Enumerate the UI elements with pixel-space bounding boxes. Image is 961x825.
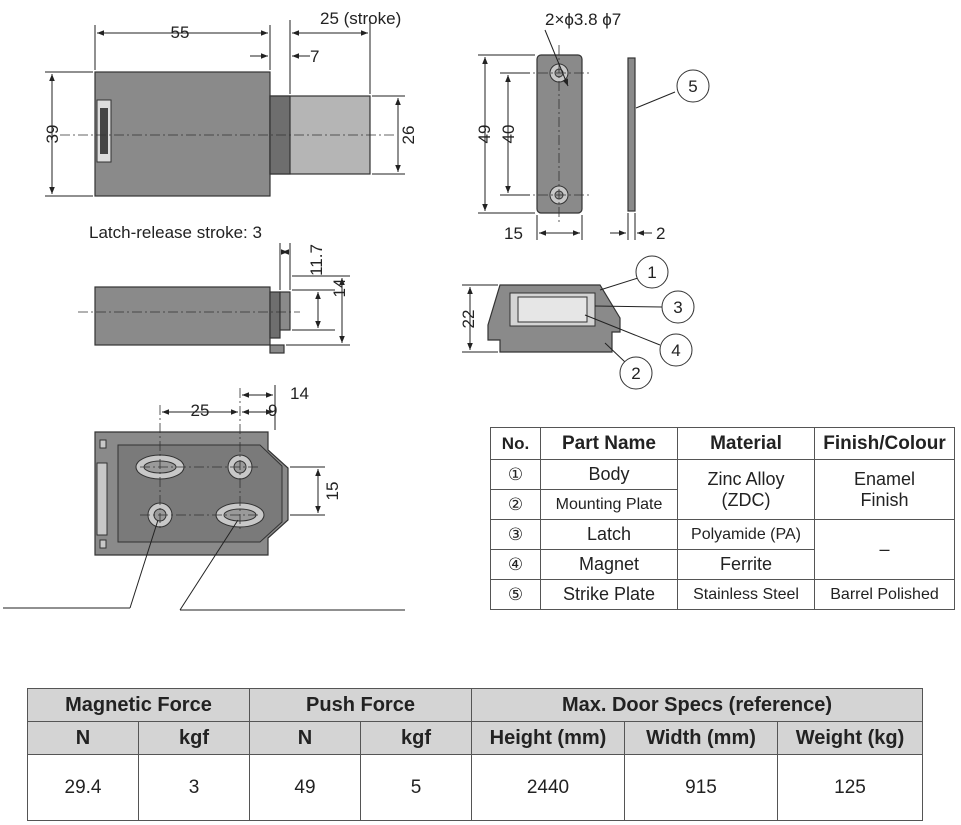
- strike-plate-view: 2×ϕ3.8 ϕ7 49 40 15 2 5: [475, 10, 710, 243]
- row-no: ③: [490, 519, 541, 550]
- strike-holes-callout: 2×ϕ3.8 ϕ7: [545, 10, 621, 29]
- row-no: ⑤: [490, 579, 541, 610]
- material-ferrite: Ferrite: [677, 549, 815, 580]
- spec-sub-header-row: N kgf N kgf Height (mm) Width (mm) Weigh…: [27, 721, 923, 755]
- dim-9-label: 9: [268, 401, 277, 420]
- balloon-2: [619, 356, 653, 390]
- balloon-5: [676, 69, 710, 103]
- header-max-door-specs: Max. Door Specs (reference): [471, 688, 923, 722]
- row-no: ①: [490, 459, 541, 490]
- value-width: 915: [624, 754, 778, 821]
- row-no: ④: [490, 549, 541, 580]
- value-height: 2440: [471, 754, 625, 821]
- header-finish: Finish/Colour: [814, 427, 955, 460]
- balloon-3-label: 3: [673, 298, 682, 317]
- bottom-view: 25 9 14 15: [3, 384, 405, 611]
- sub-header-n: N: [249, 721, 361, 755]
- value-weight: 125: [777, 754, 923, 821]
- part-name: Mounting Plate: [540, 489, 678, 520]
- material-zinc: Zinc Alloy (ZDC): [677, 459, 815, 520]
- dim-14-side-label: 14: [330, 279, 349, 298]
- value-magnetic-kgf: 3: [138, 754, 250, 821]
- part-name: Strike Plate: [540, 579, 678, 610]
- dim-25-bottom-label: 25: [191, 401, 210, 420]
- parts-table: No. Part Name Material Finish/Colour ① B…: [490, 427, 955, 610]
- dim-11-7-label: 11.7: [307, 244, 326, 276]
- latch-release-label: Latch-release stroke: 3: [89, 223, 262, 242]
- dim-26-label: 26: [399, 126, 418, 145]
- dim-40-label: 40: [499, 125, 518, 144]
- row-no: ②: [490, 489, 541, 520]
- table-row: 29.4 3 49 5 2440 915 125: [27, 754, 923, 821]
- header-no: No.: [490, 427, 541, 460]
- sub-header-weight: Weight (kg): [777, 721, 923, 755]
- finish-barrel: Barrel Polished: [814, 579, 955, 610]
- balloon-4-label: 4: [671, 341, 680, 360]
- part-name: Latch: [540, 519, 678, 550]
- sub-header-height: Height (mm): [471, 721, 625, 755]
- header-push-force: Push Force: [249, 688, 472, 722]
- parts-header-row: No. Part Name Material Finish/Colour: [490, 427, 955, 460]
- material-steel: Stainless Steel: [677, 579, 815, 610]
- side-view: 11.7 14: [78, 243, 350, 354]
- table-row: ⑤ Strike Plate Stainless Steel Barrel Po…: [490, 579, 955, 610]
- balloon-3: [661, 290, 695, 324]
- part-name: Body: [540, 459, 678, 490]
- finish-enamel: Enamel Finish: [814, 459, 955, 520]
- spec-group-header-row: Magnetic Force Push Force Max. Door Spec…: [27, 688, 923, 722]
- dim-14-bottom-label: 14: [290, 384, 309, 403]
- balloon-4: [659, 333, 693, 367]
- balloon-1-label: 1: [647, 263, 656, 282]
- table-row: ④ Magnet Ferrite: [490, 549, 955, 580]
- value-push-kgf: 5: [360, 754, 472, 821]
- dim-stroke-label: 25 (stroke): [320, 9, 401, 28]
- spec-table: Magnetic Force Push Force Max. Door Spec…: [27, 688, 923, 821]
- dim-2-label: 2: [656, 224, 665, 243]
- sub-header-kgf: kgf: [138, 721, 250, 755]
- balloon-1: [635, 255, 669, 289]
- dim-49-label: 49: [475, 125, 494, 144]
- header-magnetic-force: Magnetic Force: [27, 688, 250, 722]
- finish-enamel-line2: Finish: [860, 489, 909, 510]
- header-part-name: Part Name: [540, 427, 678, 460]
- dim-15-strike-label: 15: [504, 224, 523, 243]
- material-zinc-line1: Zinc Alloy: [707, 468, 785, 489]
- header-material: Material: [677, 427, 815, 460]
- dim-22-label: 22: [459, 310, 478, 329]
- value-magnetic-n: 29.4: [27, 754, 139, 821]
- finish-enamel-line1: Enamel: [853, 468, 916, 489]
- balloon-2-label: 2: [631, 364, 640, 383]
- end-view: 22 1 3 4 2: [459, 255, 695, 390]
- sub-header-n: N: [27, 721, 139, 755]
- dim-55-label: 55: [171, 23, 190, 42]
- table-row: ① Body Zinc Alloy (ZDC) Enamel Finish: [490, 459, 955, 520]
- dim-39-label: 39: [43, 125, 62, 144]
- material-zinc-line2: (ZDC): [721, 489, 771, 510]
- material-pa: Polyamide (PA): [677, 519, 815, 550]
- dim-15-bottom-label: 15: [323, 482, 342, 501]
- sub-header-width: Width (mm): [624, 721, 778, 755]
- part-name: Magnet: [540, 549, 678, 580]
- table-row: ③ Latch Polyamide (PA) –: [490, 519, 955, 580]
- front-view: 55 25 (stroke) 7 39 26: [43, 9, 418, 197]
- balloon-5-label: 5: [688, 77, 697, 96]
- sub-header-kgf: kgf: [360, 721, 472, 755]
- dim-7-label: 7: [310, 47, 319, 66]
- value-push-n: 49: [249, 754, 361, 821]
- finish-dash: –: [814, 519, 955, 580]
